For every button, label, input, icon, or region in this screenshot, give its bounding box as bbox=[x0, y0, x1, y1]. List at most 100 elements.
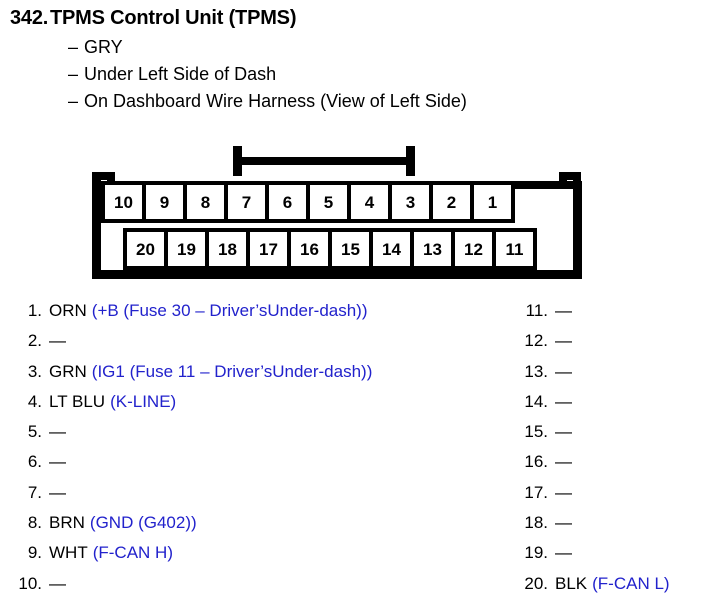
pin-cell-2[interactable]: 2 bbox=[429, 181, 474, 223]
pin-row-19: 19. — bbox=[498, 538, 702, 568]
pin-row-7: 7. — bbox=[0, 478, 470, 508]
connector-shell: 10 9 8 7 6 5 4 3 2 1 20 19 18 17 16 15 1… bbox=[92, 172, 582, 279]
pin-row-3: 3. GRN (IG1 (Fuse 11 – Driver’sUnder-das… bbox=[0, 357, 470, 387]
pin-wire-color: LT BLU bbox=[49, 391, 106, 411]
pin-number: 15. bbox=[524, 422, 548, 442]
pin-cell-11[interactable]: 11 bbox=[492, 228, 537, 270]
pin-list-left: 1. ORN (+B (Fuse 30 – Driver’sUnder-dash… bbox=[0, 296, 470, 599]
pin-number: 10. bbox=[18, 573, 42, 593]
pin-number: 14. bbox=[524, 391, 548, 411]
pin-wire-color: — bbox=[555, 482, 572, 502]
pin-row-4: 4. LT BLU (K-LINE) bbox=[0, 387, 470, 417]
pin-row-6: 6. — bbox=[0, 447, 470, 477]
bullet-text: Under Left Side of Dash bbox=[84, 64, 277, 84]
pin-row-10: 10. — bbox=[0, 569, 470, 599]
entry-title: TPMS Control Unit (TPMS) bbox=[50, 7, 297, 29]
pin-cell-5[interactable]: 5 bbox=[306, 181, 351, 223]
pin-cell-6[interactable]: 6 bbox=[265, 181, 310, 223]
pin-number: 1. bbox=[27, 301, 42, 320]
pin-row-16: 16. — bbox=[498, 447, 702, 477]
pin-wire-color: — bbox=[49, 573, 66, 593]
pin-signal: (K-LINE) bbox=[110, 391, 177, 411]
connector-row-top: 10 9 8 7 6 5 4 3 2 1 bbox=[101, 181, 533, 223]
pin-row-18: 18. — bbox=[498, 508, 702, 538]
bullet-text: On Dashboard Wire Harness (View of Left … bbox=[84, 91, 467, 111]
pin-wire-color: — bbox=[49, 331, 66, 351]
pin-cell-19[interactable]: 19 bbox=[164, 228, 209, 270]
pin-row-2: 2. — bbox=[0, 326, 470, 356]
pin-wire-color: — bbox=[49, 482, 66, 502]
pin-cell-7[interactable]: 7 bbox=[224, 181, 269, 223]
pin-signal: (F-CAN L) bbox=[592, 573, 670, 593]
pin-number: 4. bbox=[27, 391, 42, 411]
latch-bar-icon bbox=[233, 157, 415, 165]
pin-wire-color: — bbox=[555, 361, 572, 381]
pin-wire-color: — bbox=[555, 301, 572, 320]
pin-number: 17. bbox=[524, 482, 548, 502]
pin-number: 3. bbox=[27, 361, 42, 381]
entry-number: 342. bbox=[10, 7, 49, 29]
pin-number: 16. bbox=[524, 452, 548, 472]
pin-cell-16[interactable]: 16 bbox=[287, 228, 332, 270]
pin-wire-color: — bbox=[555, 331, 572, 351]
pin-cell-17[interactable]: 17 bbox=[246, 228, 291, 270]
pin-wire-color: BLK bbox=[555, 573, 588, 593]
header-block: 342. TPMS Control Unit (TPMS) – GRY – Un… bbox=[0, 7, 702, 115]
pin-number: 9. bbox=[27, 543, 42, 563]
pin-wire-color: — bbox=[555, 391, 572, 411]
pin-row-5: 5. — bbox=[0, 417, 470, 447]
pin-number: 20. bbox=[524, 573, 548, 593]
pin-wire-color: — bbox=[49, 422, 66, 442]
pin-row-9: 9. WHT (F-CAN H) bbox=[0, 538, 470, 568]
pin-cell-3[interactable]: 3 bbox=[388, 181, 433, 223]
list-item: – On Dashboard Wire Harness (View of Lef… bbox=[0, 88, 702, 115]
pin-cell-1[interactable]: 1 bbox=[470, 181, 515, 223]
pin-row-14: 14. — bbox=[498, 387, 702, 417]
pin-wire-color: ORN bbox=[49, 301, 87, 320]
pin-wire-color: WHT bbox=[49, 543, 88, 563]
pin-row-1: 1. ORN (+B (Fuse 30 – Driver’sUnder-dash… bbox=[0, 296, 470, 326]
pin-cell-4[interactable]: 4 bbox=[347, 181, 392, 223]
pin-number: 6. bbox=[27, 452, 42, 472]
pin-row-11: 11. — bbox=[498, 296, 702, 326]
pin-signal: (+B (Fuse 30 – Driver’sUnder-dash)) bbox=[91, 301, 368, 320]
pin-list-right: 11. — 12. — 13. — 14. — 15. — 16. — 17. … bbox=[498, 296, 702, 599]
pin-wire-color: GRN bbox=[49, 361, 87, 381]
pin-number: 2. bbox=[27, 331, 42, 351]
pin-wire-color: — bbox=[555, 452, 572, 472]
pin-signal: (IG1 (Fuse 11 – Driver’sUnder-dash)) bbox=[91, 361, 373, 381]
pin-wire-color: — bbox=[555, 513, 572, 533]
pin-cell-20[interactable]: 20 bbox=[123, 228, 168, 270]
page-title: 342. TPMS Control Unit (TPMS) bbox=[0, 7, 702, 34]
pin-number: 18. bbox=[524, 513, 548, 533]
pin-cell-14[interactable]: 14 bbox=[369, 228, 414, 270]
pin-wire-color: — bbox=[555, 422, 572, 442]
pin-number: 7. bbox=[27, 482, 42, 502]
pin-number: 8. bbox=[27, 513, 42, 533]
pin-number: 12. bbox=[524, 331, 548, 351]
pin-wire-color: BRN bbox=[49, 513, 85, 533]
pin-cell-18[interactable]: 18 bbox=[205, 228, 250, 270]
pin-cell-15[interactable]: 15 bbox=[328, 228, 373, 270]
pin-row-13: 13. — bbox=[498, 357, 702, 387]
pin-cell-10[interactable]: 10 bbox=[101, 181, 146, 223]
pin-row-12: 12. — bbox=[498, 326, 702, 356]
pin-row-15: 15. — bbox=[498, 417, 702, 447]
pin-number: 11. bbox=[525, 301, 548, 320]
pin-wire-color: — bbox=[49, 452, 66, 472]
bullet-dash-icon: – bbox=[68, 64, 79, 84]
pin-row-20: 20. BLK (F-CAN L) bbox=[498, 569, 702, 599]
pin-cell-13[interactable]: 13 bbox=[410, 228, 455, 270]
bullet-dash-icon: – bbox=[68, 91, 79, 111]
header-bullet-list: – GRY – Under Left Side of Dash – On Das… bbox=[0, 34, 702, 115]
bullet-dash-icon: – bbox=[68, 37, 79, 57]
pin-row-8: 8. BRN (GND (G402)) bbox=[0, 508, 470, 538]
pin-cell-12[interactable]: 12 bbox=[451, 228, 496, 270]
pin-number: 13. bbox=[524, 361, 548, 381]
pin-cell-9[interactable]: 9 bbox=[142, 181, 187, 223]
connector-latch-icon bbox=[233, 146, 415, 176]
pin-cell-8[interactable]: 8 bbox=[183, 181, 228, 223]
pin-row-17: 17. — bbox=[498, 478, 702, 508]
pin-cell-blank-top-right bbox=[511, 181, 537, 223]
pin-number: 5. bbox=[27, 422, 42, 442]
